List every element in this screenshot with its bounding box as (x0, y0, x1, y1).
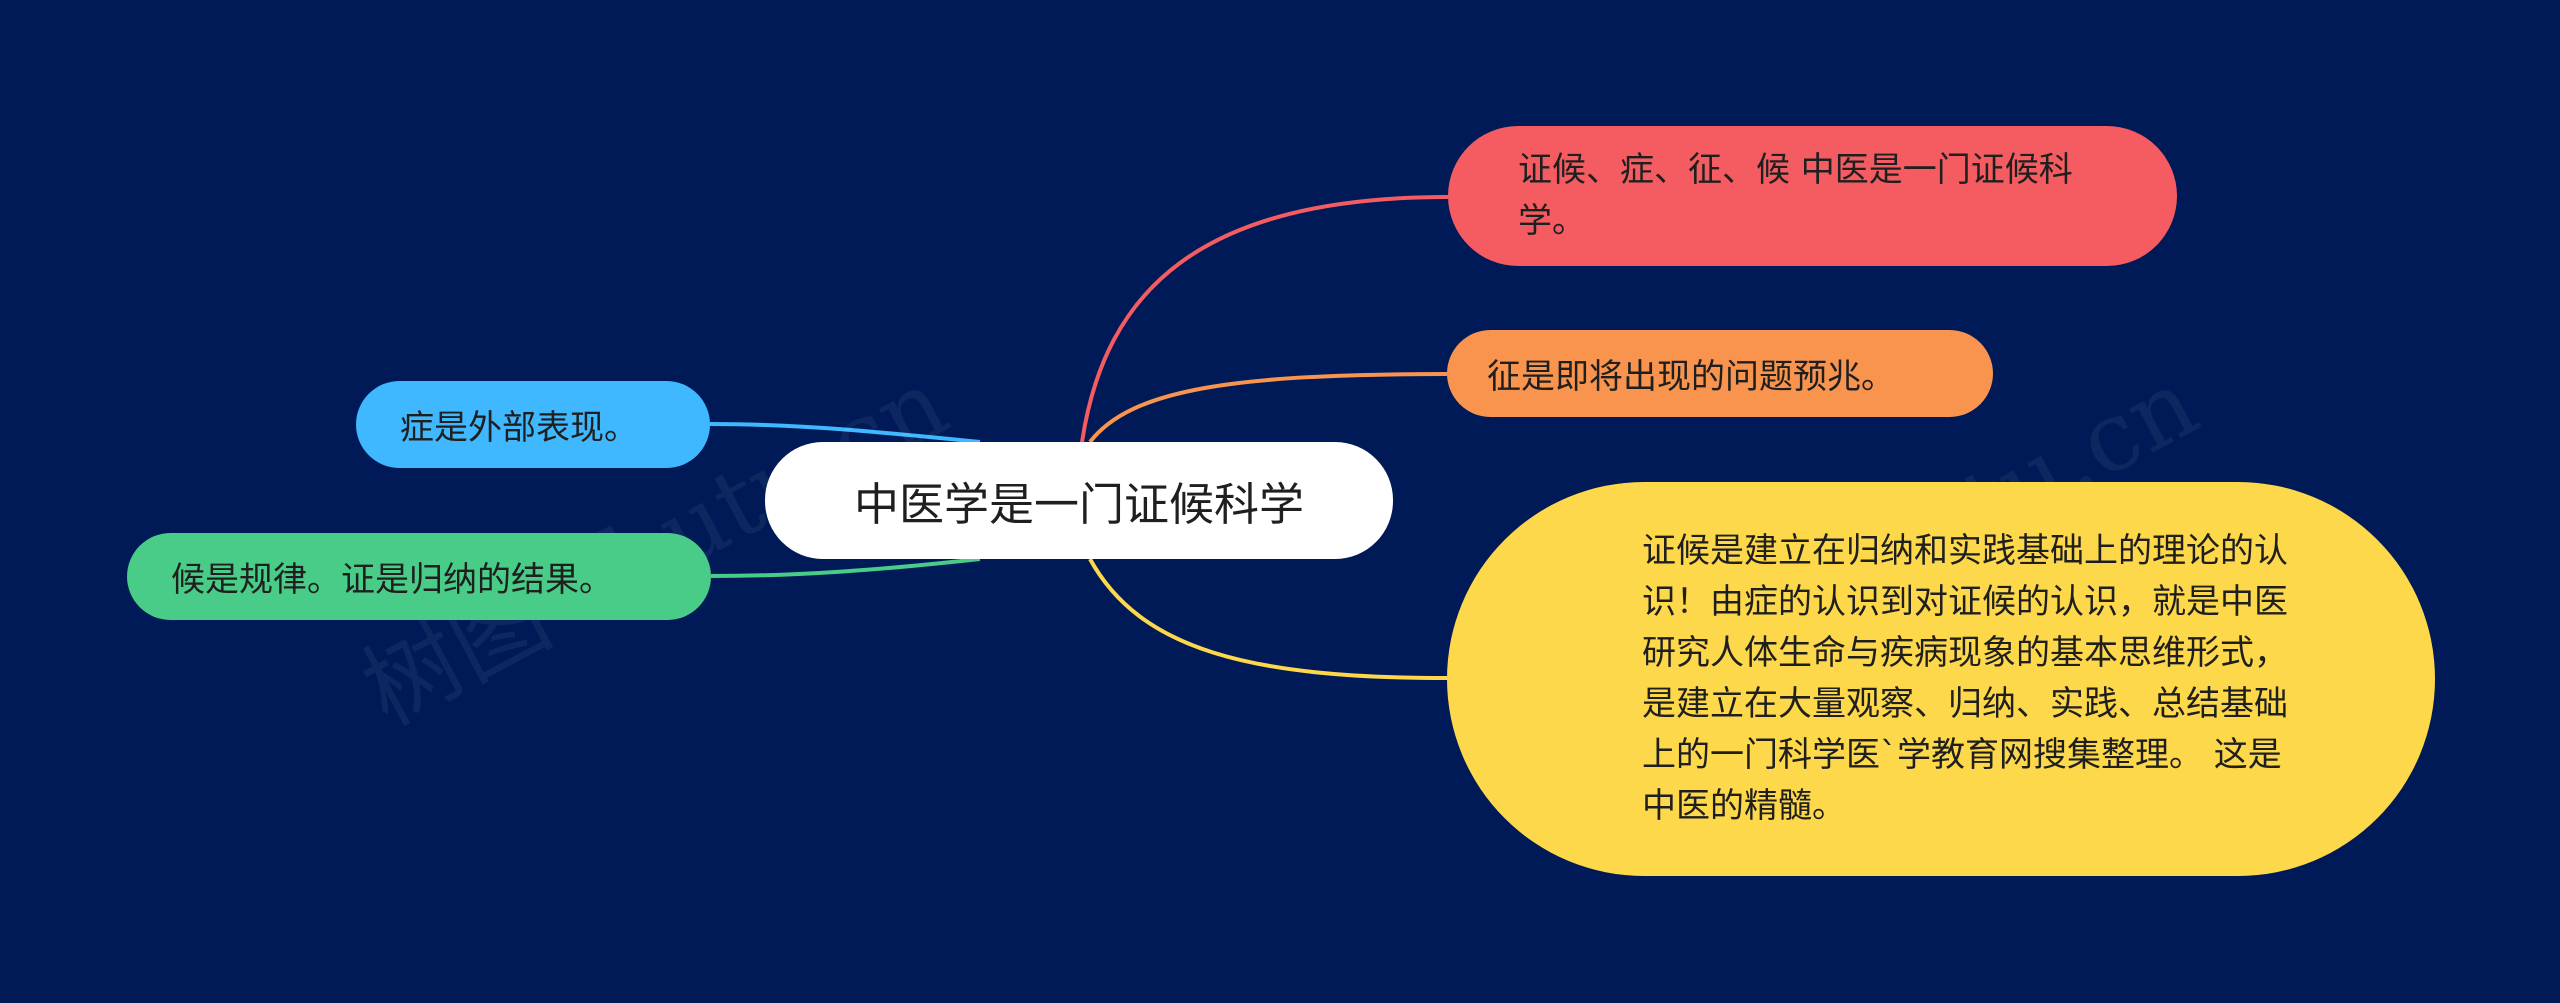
topic-label: 症是外部表现。 (400, 408, 638, 448)
connector-blue (709, 422, 981, 444)
connector-green (710, 557, 981, 578)
central-topic[interactable]: 中医学是一门证候科学 (765, 442, 1393, 559)
topic-label: 证候、症、征、候 中医是一门证候科学。 (1518, 150, 2073, 241)
central-topic-label: 中医学是一门证候科学 (853, 478, 1304, 531)
topic-label: 征是即将出现的问题预兆。 (1487, 357, 1895, 397)
topic-node-blue[interactable]: 症是外部表现。 (356, 381, 710, 468)
topic-node-green[interactable]: 候是规律。证是归纳的结果。 (127, 533, 711, 620)
topic-node-orange[interactable]: 征是即将出现的问题预兆。 (1447, 330, 1993, 417)
topic-label: 证候是建立在归纳和实践基础上的理论的认识！由症的认识到对证候的认识，就是中医研究… (1642, 531, 2288, 826)
topic-node-red[interactable]: 证候、症、征、候 中医是一门证候科学。 (1448, 126, 2177, 266)
connector-yellow (1088, 558, 1448, 680)
connector-orange (1088, 372, 1448, 444)
topic-label: 候是规律。证是归纳的结果。 (171, 560, 613, 600)
connector-red (1080, 195, 1449, 443)
topic-node-yellow[interactable]: 证候是建立在归纳和实践基础上的理论的认识！由症的认识到对证候的认识，就是中医研究… (1447, 482, 2435, 876)
